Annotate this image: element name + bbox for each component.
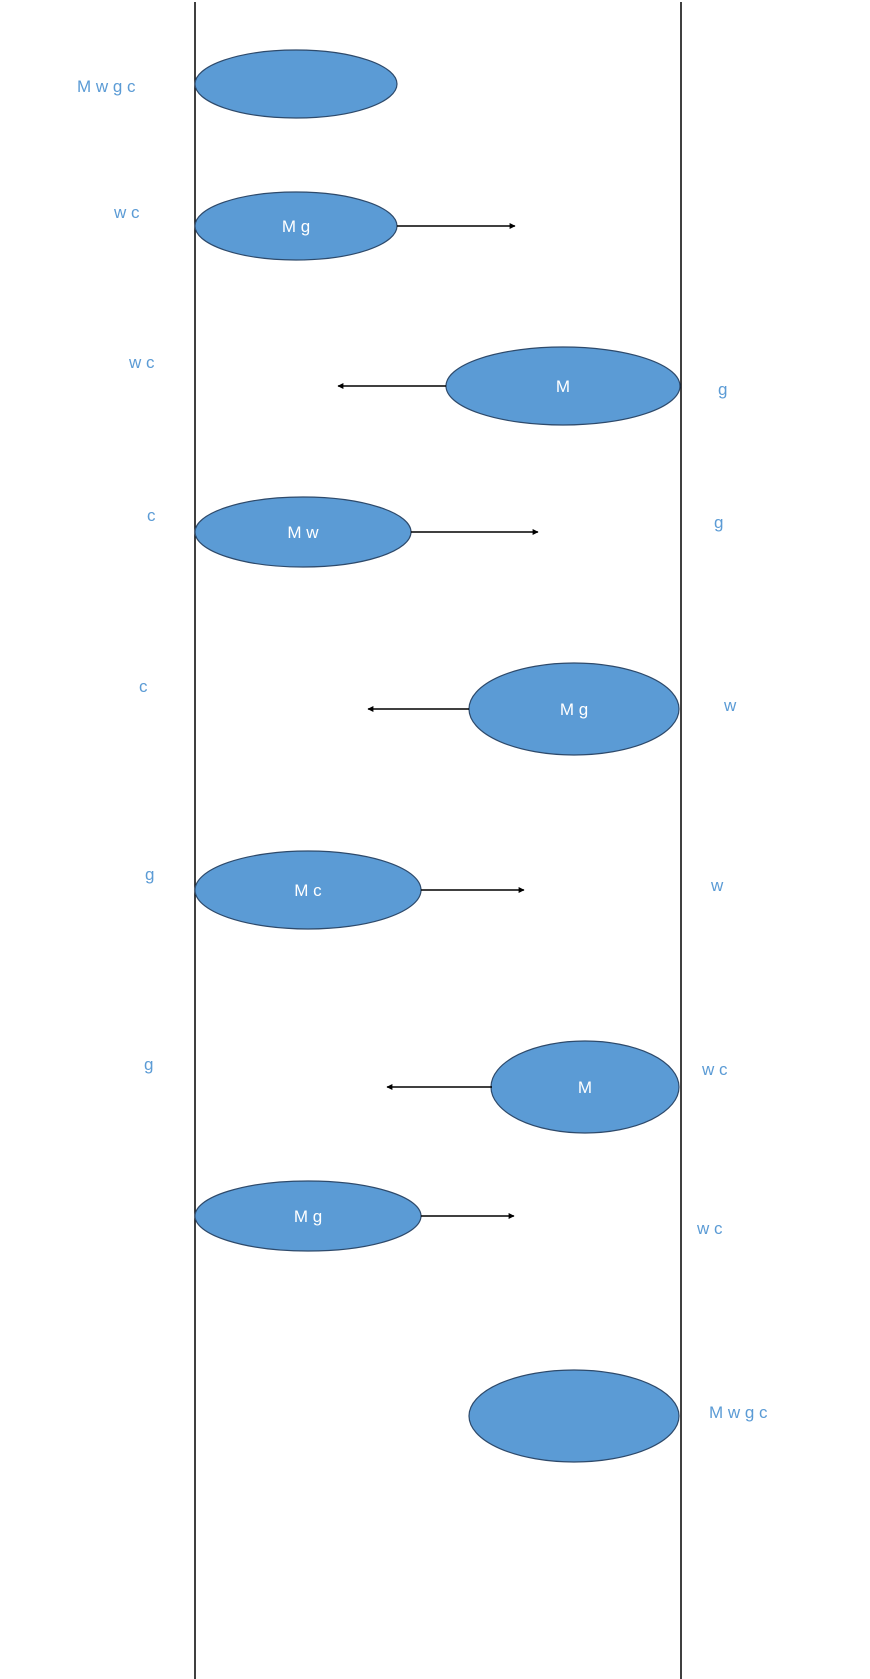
boat-label: M	[556, 377, 570, 396]
crossing-step: c w M g	[139, 662, 737, 756]
crossing-step: gwM c	[145, 850, 724, 930]
left-bank-label: c	[147, 506, 156, 525]
crossing-step: w c g M	[128, 346, 727, 426]
right-bank-label: g	[718, 380, 727, 399]
boat-label: M g	[282, 217, 310, 236]
boat-label: M c	[294, 881, 322, 900]
crossing-step: M w g c	[77, 49, 398, 119]
right-bank-label: w	[710, 876, 724, 895]
left-bank-label: w c	[128, 353, 155, 372]
left-bank-label: M w g c	[77, 77, 136, 96]
left-bank-label: g	[144, 1055, 153, 1074]
left-bank-label: c	[139, 677, 148, 696]
boat-label: M g	[560, 700, 588, 719]
crossing-step: g w c M	[144, 1040, 728, 1134]
boat-label: M g	[294, 1207, 322, 1226]
right-bank-label: M w g c	[709, 1403, 768, 1422]
left-bank-label: w c	[113, 203, 140, 222]
crossing-step: w cM g	[194, 1180, 723, 1252]
right-bank-label: w c	[701, 1060, 728, 1079]
boat-ellipse	[468, 1369, 680, 1463]
crossing-step: w cM g	[113, 191, 516, 261]
boat-label: M	[578, 1078, 592, 1097]
crossing-step: M w g c	[468, 1369, 768, 1463]
boat-ellipse	[194, 49, 398, 119]
right-bank-label: w	[723, 696, 737, 715]
right-bank-label: g	[714, 513, 723, 532]
boat-label: M w	[287, 523, 319, 542]
right-bank-label: w c	[696, 1219, 723, 1238]
left-bank-label: g	[145, 865, 154, 884]
